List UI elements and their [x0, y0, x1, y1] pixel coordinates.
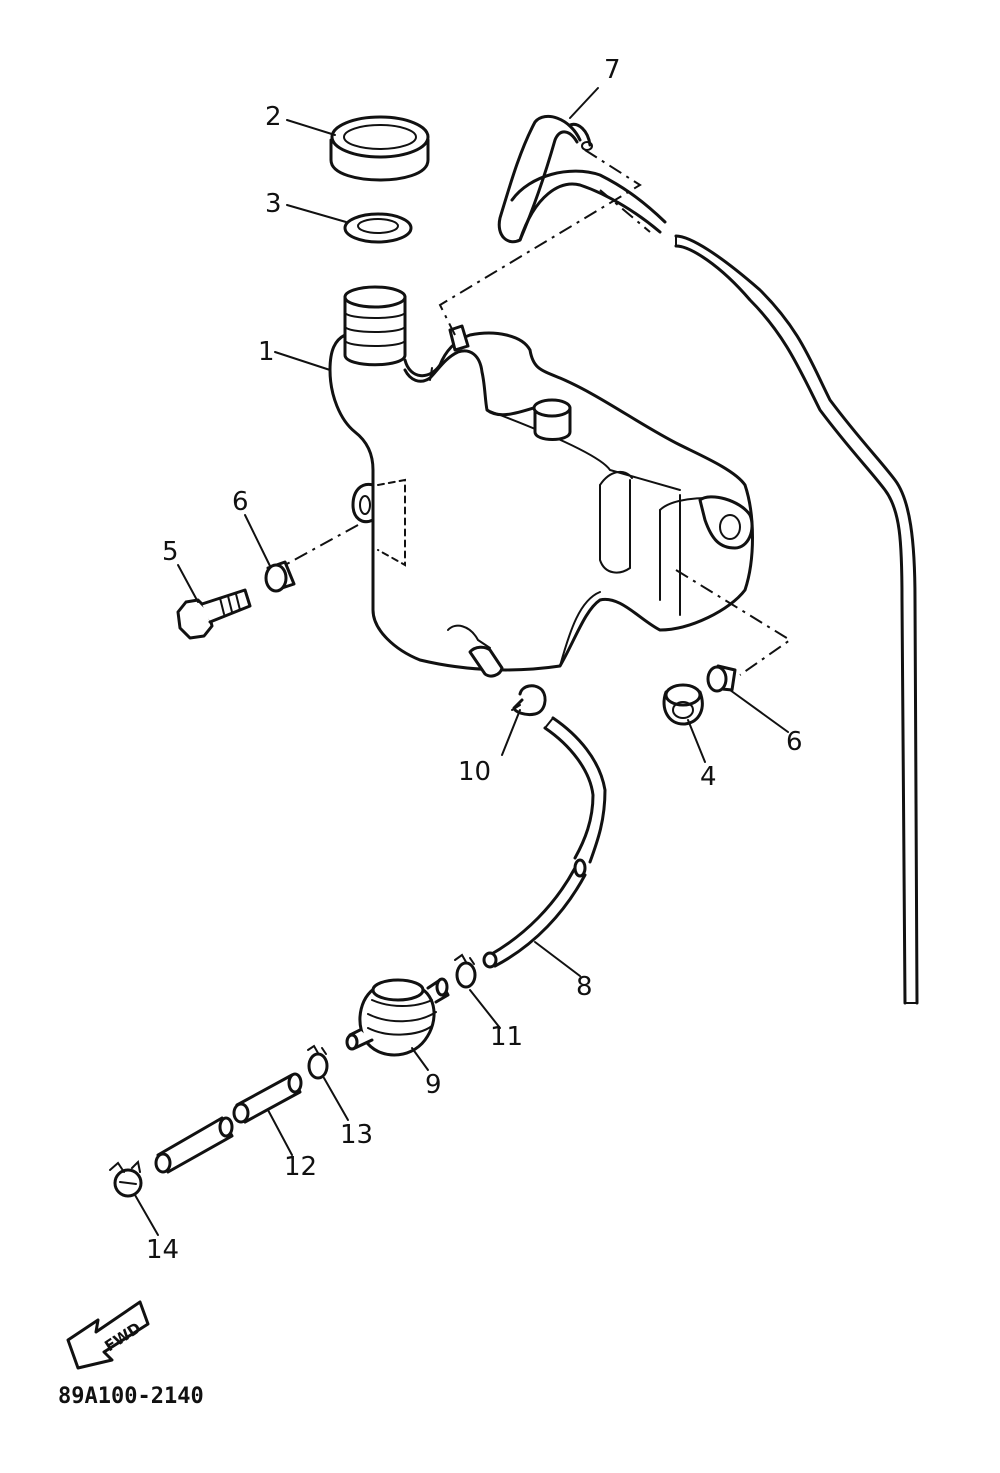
part-12-pipe[interactable] [154, 1072, 303, 1174]
part-13-clip[interactable] [307, 1044, 329, 1080]
callout-3: 3 [265, 189, 282, 219]
drawing-code: 89A100-2140 [58, 1384, 204, 1409]
callout-11: 11 [490, 1022, 523, 1052]
callout-5: 5 [162, 537, 179, 567]
part-9-filter[interactable] [345, 977, 450, 1057]
callout-14: 14 [146, 1235, 179, 1265]
part-2-tank-cap[interactable] [329, 115, 430, 182]
part-14-clamp[interactable] [109, 1159, 143, 1198]
part-6-collar-left[interactable] [264, 560, 296, 593]
part-4-grommet[interactable] [662, 683, 704, 726]
fwd-arrow: FWD [66, 1300, 150, 1370]
callout-9: 9 [425, 1070, 442, 1100]
assembly-lines [284, 149, 792, 676]
part-7-breather-hose[interactable] [497, 114, 919, 1005]
callout-13: 13 [340, 1120, 373, 1150]
callout-7: 7 [604, 55, 621, 85]
callout-10: 10 [458, 757, 491, 787]
part-1-reservoir-tank[interactable] [328, 285, 754, 678]
part-3-gasket[interactable] [343, 212, 413, 244]
callout-6-right: 6 [786, 727, 803, 757]
leader-lines [134, 87, 789, 1236]
callout-1: 1 [258, 337, 275, 367]
callout-6-left: 6 [232, 487, 249, 517]
part-5-bolt[interactable] [176, 588, 252, 640]
callout-4: 4 [700, 762, 717, 792]
callout-2: 2 [265, 102, 282, 132]
part-10-clamp[interactable] [511, 684, 547, 716]
part-11-clip[interactable] [454, 953, 477, 989]
callout-8: 8 [576, 972, 593, 1002]
callout-12: 12 [284, 1152, 317, 1182]
part-8-hose[interactable] [482, 716, 607, 969]
part-6-collar-right[interactable] [706, 664, 737, 693]
callout-numbers: 2 3 1 6 5 7 10 4 6 8 11 9 13 12 14 [146, 55, 803, 1265]
